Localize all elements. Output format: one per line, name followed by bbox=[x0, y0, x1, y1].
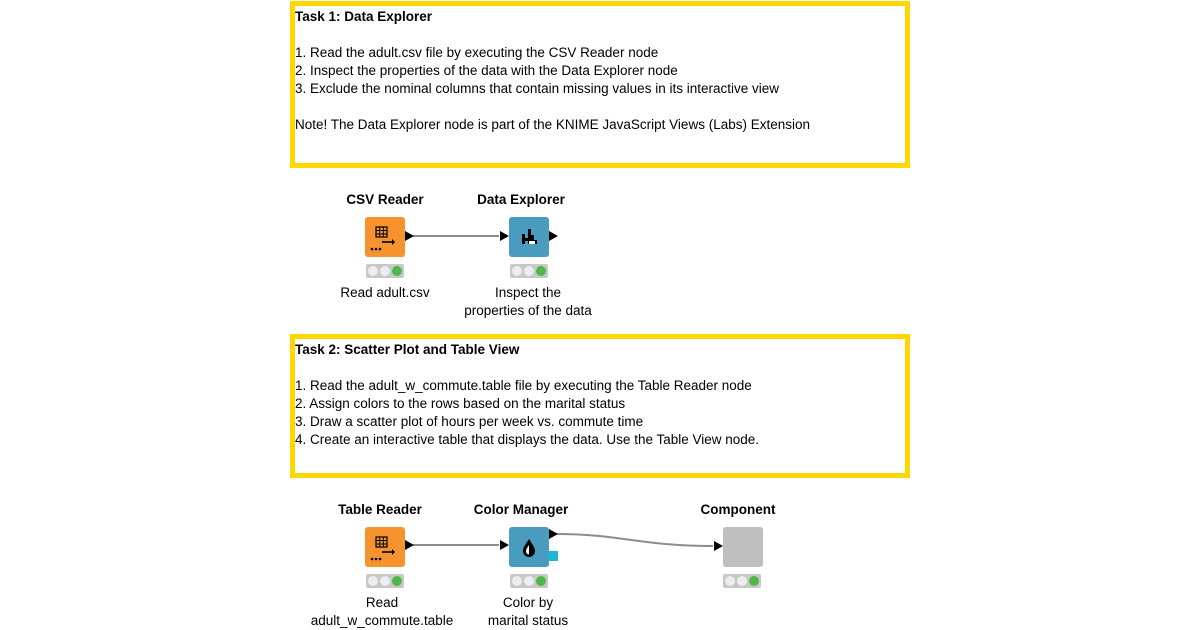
component-node[interactable] bbox=[723, 527, 763, 567]
table-reader-output-port[interactable] bbox=[405, 540, 414, 550]
csv-reader-status-light bbox=[366, 264, 404, 278]
annotation-line: 3. Draw a scatter plot of hours per week… bbox=[295, 414, 644, 429]
table-reader-node[interactable] bbox=[365, 527, 405, 567]
annotation-line: 1. Read the adult.csv file by executing … bbox=[295, 45, 659, 60]
label-line: adult_w_commute.table bbox=[310, 613, 454, 628]
node-title-data-explorer: Data Explorer bbox=[477, 192, 565, 207]
connection-colormanager-to-component bbox=[556, 533, 714, 547]
annotation-line: 3. Exclude the nominal columns that cont… bbox=[295, 81, 779, 96]
node-title-csv-reader: CSV Reader bbox=[346, 192, 424, 207]
component-status-light bbox=[723, 574, 761, 588]
data-explorer-node[interactable] bbox=[509, 217, 549, 257]
color-drop-icon bbox=[523, 539, 535, 557]
node-label-data-explorer[interactable]: Inspect the properties of the data bbox=[428, 284, 628, 320]
annotation-line: 2. Assign colors to the rows based on th… bbox=[295, 396, 626, 411]
data-explorer-output-port[interactable] bbox=[549, 231, 558, 241]
data-explorer-status-light bbox=[510, 264, 548, 278]
node-title-table-reader: Table Reader bbox=[338, 502, 422, 517]
node-label-table-reader[interactable]: Read adult_w_commute.table bbox=[282, 594, 482, 630]
annotation-task-1[interactable]: Task 1: Data Explorer 1. Read the adult.… bbox=[290, 1, 910, 168]
table-reader-icon bbox=[370, 536, 395, 561]
csv-reader-output-port[interactable] bbox=[405, 231, 414, 241]
annotation-note: Note! The Data Explorer node is part of … bbox=[295, 117, 810, 132]
label-line: properties of the data bbox=[464, 303, 592, 318]
annotation-title: Task 2: Scatter Plot and Table View bbox=[295, 342, 520, 357]
color-manager-input-port[interactable] bbox=[500, 540, 509, 550]
color-manager-status-light bbox=[510, 574, 548, 588]
table-reader-status-light bbox=[366, 574, 404, 588]
label-line: Color by bbox=[502, 595, 554, 610]
color-manager-node[interactable] bbox=[509, 527, 549, 567]
annotation-line: 2. Inspect the properties of the data wi… bbox=[295, 63, 678, 78]
color-manager-data-output-port[interactable] bbox=[549, 529, 558, 539]
annotation-line: 4. Create an interactive table that disp… bbox=[295, 432, 760, 447]
data-explorer-icon bbox=[522, 229, 537, 244]
node-title-color-manager: Color Manager bbox=[473, 502, 569, 517]
csv-reader-node[interactable] bbox=[365, 217, 405, 257]
component-input-port[interactable] bbox=[714, 541, 723, 551]
annotation-task-2[interactable]: Task 2: Scatter Plot and Table View 1. R… bbox=[290, 334, 910, 478]
label-line: Read bbox=[365, 595, 399, 610]
table-reader-icon bbox=[370, 226, 395, 251]
label-line: marital status bbox=[487, 613, 569, 628]
node-title-component: Component bbox=[700, 502, 776, 517]
annotation-title: Task 1: Data Explorer bbox=[295, 9, 433, 24]
color-manager-model-output-port[interactable] bbox=[548, 551, 558, 561]
label-line: Inspect the bbox=[494, 285, 562, 300]
node-label-color-manager[interactable]: Color by marital status bbox=[428, 594, 628, 630]
data-explorer-input-port[interactable] bbox=[500, 231, 509, 241]
annotation-line: 1. Read the adult_w_commute.table file b… bbox=[295, 378, 752, 393]
node-label-csv-reader[interactable]: Read adult.csv bbox=[340, 285, 430, 300]
